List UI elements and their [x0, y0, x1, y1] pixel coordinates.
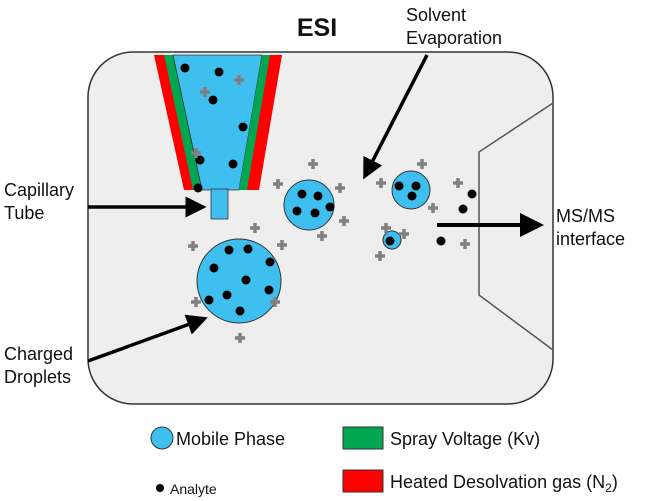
analyte-dot: [208, 95, 218, 105]
positive-charge-icon: [308, 159, 318, 169]
legend-mobile-phase-swatch: [150, 426, 174, 450]
analyte-dot: [385, 236, 395, 246]
analyte-group: [180, 63, 477, 316]
legend-heated-gas-label: Heated Desolvation gas (N2): [390, 472, 618, 495]
analyte-dot: [224, 245, 234, 255]
positive-charge-icon: [417, 159, 427, 169]
legend-mobile-phase-label: Mobile Phase: [176, 429, 285, 449]
charged-droplets-label-line1: Charged: [4, 344, 73, 364]
capillary-tube-label-line1: Capillary: [4, 180, 74, 200]
charged-droplets-arrow: [87, 314, 208, 363]
positive-charge-icon: [200, 87, 210, 97]
legend-heated-gas-swatch: [342, 469, 384, 493]
analyte-dot: [265, 257, 275, 267]
capillary-tip: [210, 188, 229, 220]
analyte-dot: [241, 275, 251, 285]
analyte-dot: [436, 236, 446, 246]
analyte-dot: [193, 183, 203, 193]
positive-charge-icon: [250, 223, 260, 233]
analyte-dot: [325, 202, 335, 212]
positive-charge-icon: [273, 179, 283, 189]
positive-charge-icon: [375, 251, 385, 261]
analyte-dot: [467, 189, 477, 199]
analyte-dot: [222, 290, 232, 300]
positive-charge-icon: [399, 229, 409, 239]
diagram-title: ESI: [297, 14, 337, 42]
analyte-dot: [297, 189, 307, 199]
legend-heated-gas-end: ): [612, 472, 618, 492]
legend-analyte-swatch: [156, 484, 164, 492]
analyte-dot: [228, 159, 238, 169]
analyte-dot: [180, 63, 190, 73]
analyte-dot: [214, 67, 224, 77]
positive-charge-icon: [335, 183, 345, 193]
positive-charge-icon: [428, 203, 438, 213]
positive-charge-icon: [277, 240, 287, 250]
charged-droplets-label-line2: Droplets: [4, 367, 71, 387]
positive-charge-icon: [191, 148, 201, 158]
ionization-chamber: [87, 51, 554, 405]
positive-charge-icon: [188, 241, 198, 251]
analyte-dot: [235, 306, 245, 316]
legend-spray-voltage-swatch: [342, 426, 384, 450]
positive-charge-icon: [270, 297, 280, 307]
heated-gas-sheath-left: [154, 55, 196, 190]
analyte-dot: [411, 181, 421, 191]
solvent-evaporation-label-line2: Evaporation: [406, 28, 502, 48]
legend-heated-gas-main: Heated Desolvation gas (N: [390, 472, 605, 492]
analyte-dot: [310, 208, 320, 218]
legend: Mobile Phase Analyte Spray Voltage (Kv) …: [150, 426, 618, 497]
legend-analyte-label: Analyte: [170, 481, 217, 497]
small-droplet: [391, 170, 431, 210]
positive-charge-icon: [235, 333, 245, 343]
solvent-evaporation-arrow: [363, 54, 429, 180]
analyte-dot: [209, 263, 219, 273]
analyte-dot: [264, 285, 274, 295]
positive-charge-icon: [234, 75, 244, 85]
large-droplet: [196, 238, 282, 324]
positive-charge-icon: [317, 231, 327, 241]
analyte-dot: [458, 204, 468, 214]
msms-interface-label-line1: MS/MS: [556, 206, 615, 226]
analyte-dot: [313, 191, 323, 201]
legend-spray-voltage-label: Spray Voltage (Kv): [390, 429, 540, 449]
heated-gas-sheath-right: [247, 55, 282, 190]
analyte-dot: [292, 206, 302, 216]
positive-charge-icon: [460, 239, 470, 249]
legend-heated-gas-subscript: 2: [605, 481, 612, 495]
analyte-dot: [238, 122, 248, 132]
analyte-dot: [243, 244, 253, 254]
positive-charge-icon: [453, 178, 463, 188]
analyte-dot: [407, 191, 417, 201]
capillary-tube-label-line2: Tube: [4, 203, 44, 223]
positive-charge-icon: [381, 223, 391, 233]
positive-charge-icon: [339, 216, 349, 226]
solvent-evaporation-label-line1: Solvent: [406, 5, 466, 25]
charge-group: [188, 75, 470, 343]
spray-voltage-layer-left: [164, 55, 203, 190]
msms-interface-label-line2: interface: [556, 229, 625, 249]
analyte-dot: [394, 181, 404, 191]
positive-charge-icon: [376, 178, 386, 188]
spray-voltage-layer-right: [239, 55, 272, 190]
positive-charge-icon: [191, 297, 201, 307]
analyte-dot: [204, 295, 214, 305]
